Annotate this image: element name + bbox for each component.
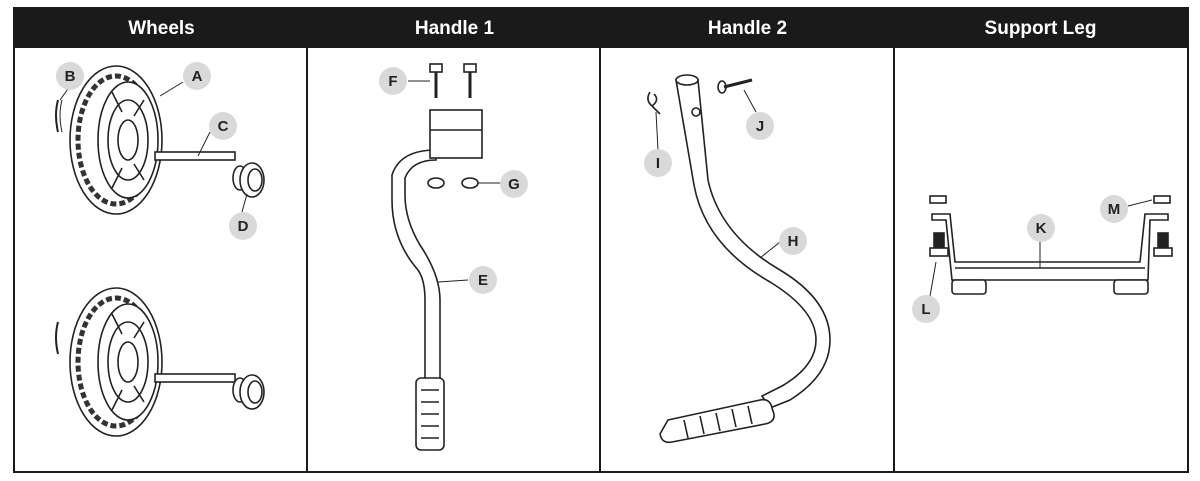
svg-text:E: E (478, 272, 488, 289)
svg-text:H: H (788, 233, 799, 250)
callout-k: K (1027, 214, 1055, 242)
support-leg-k (931, 213, 1169, 295)
clip-i (647, 91, 661, 115)
callout-l: L (912, 295, 940, 323)
callout-d: D (229, 212, 257, 240)
svg-text:I: I (656, 155, 660, 172)
svg-text:B: B (65, 68, 76, 85)
callout-e: E (469, 266, 497, 294)
wheel-assembly-bottom (69, 287, 265, 437)
callout-f: F (379, 67, 407, 95)
callout-c: C (209, 112, 237, 140)
svg-text:F: F (388, 73, 397, 90)
callout-h: H (779, 227, 807, 255)
bolt-f (429, 63, 477, 98)
callout-m: M (1100, 195, 1128, 223)
callout-j: J (746, 112, 774, 140)
callout-i: I (644, 149, 672, 177)
pin-j (717, 78, 753, 94)
wheel-assembly-top (69, 65, 265, 215)
panel-title-support-leg: Support Leg (984, 17, 1097, 39)
header-bar: Wheels Handle 1 Handle 2 Support Leg (15, 9, 1187, 48)
hairpin-clip-b (55, 99, 59, 133)
svg-text:A: A (192, 68, 203, 85)
svg-text:M: M (1108, 201, 1121, 218)
callout-g: G (500, 170, 528, 198)
svg-text:L: L (921, 301, 930, 318)
handle-1-part-e (391, 109, 483, 451)
handle-2-part-h (659, 74, 831, 444)
callout-a: A (183, 62, 211, 90)
leader-lines-handle-2 (655, 89, 781, 259)
svg-text:C: C (218, 118, 229, 135)
svg-text:D: D (238, 218, 249, 235)
nut-m (929, 195, 1171, 204)
panel-title-handle-1: Handle 1 (414, 17, 495, 39)
hairpin-clip (55, 321, 59, 355)
nut-g (427, 177, 479, 189)
leader-lines-support-leg (929, 199, 1153, 297)
svg-text:J: J (756, 118, 764, 135)
leader-lines-handle-1 (408, 80, 500, 283)
callout-b: B (56, 62, 84, 90)
svg-text:K: K (1036, 220, 1047, 237)
panel-title-wheels: Wheels (128, 17, 195, 39)
bolt-l (929, 232, 1173, 257)
svg-text:G: G (508, 176, 520, 193)
panel-title-handle-2: Handle 2 (707, 17, 788, 39)
